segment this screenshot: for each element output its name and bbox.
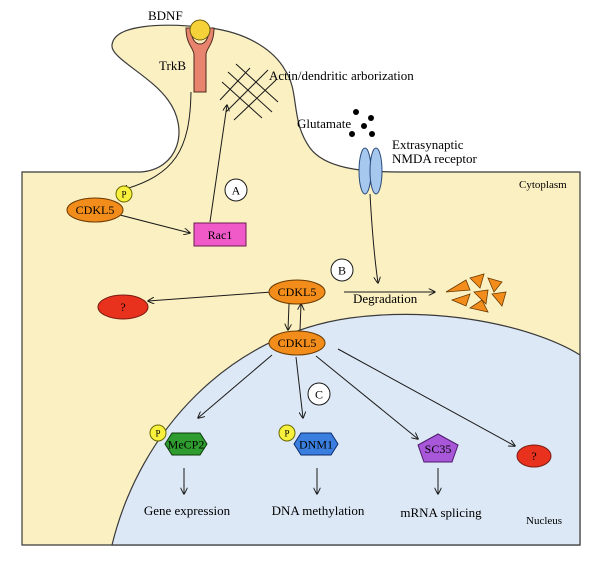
glutamate-label: Glutamate [297,116,351,131]
phospho-cdkl5-icon [115,185,133,203]
bdnf-ligand-icon [189,19,211,41]
step-a-circle [224,178,248,202]
step-c-label: C [315,388,323,402]
cdkl5-center-label: CDKL5 [278,285,317,299]
cdkl5-cytoplasm-node [66,197,124,223]
sc35-node [417,433,459,463]
arrow-trkb-to-cdkl5 [122,91,192,190]
phospho-dnm1-icon [278,424,296,442]
sc35-label: SC35 [425,442,452,456]
mrna-splicing-label: mRNA splicing [400,505,482,520]
rac1-label: Rac1 [208,228,233,242]
arrow-cdkl5-to-rac1 [119,214,190,233]
dnm1-label: DNM1 [299,438,333,452]
unknown-nucleus-label: ? [531,449,536,463]
mecp2-label: MeCP2 [168,438,205,452]
gene-expression-label: Gene expression [144,503,231,518]
arrow-to-unknown-nucleus [337,348,515,446]
nmda-label-line1: Extrasynaptic [392,137,464,152]
arrow-cdkl5-into-nucleus [288,303,289,330]
step-b-circle [330,258,354,282]
actin-label: Actin/dendritic arborization [269,68,414,83]
dna-methylation-label: DNA methylation [272,503,365,518]
cdkl5-cytoplasm-label: CDKL5 [76,203,115,217]
unknown-nucleus-node [516,444,552,468]
unknown-cytoplasm-node [97,294,149,320]
dnm1-node [293,432,339,456]
trkb-receptor-icon [185,27,215,93]
arrow-cdkl5-to-unknown [148,291,273,301]
nmda-receptor-icon [358,147,383,195]
phospho-cdkl5-label: P [121,190,126,200]
step-c-circle [307,382,331,406]
rac1-node [193,222,247,247]
actin-filaments-icon [219,63,279,121]
phospho-dnm1-label: P [284,429,289,439]
arrow-to-sc35 [315,355,418,439]
arrows [119,91,515,494]
nucleus-label: Nucleus [526,515,562,527]
step-a-label: A [232,184,241,198]
step-b-label: B [338,264,346,278]
cdkl5-nucleus-label: CDKL5 [278,336,317,350]
nmda-label-line2: NMDA receptor [392,151,478,166]
arrow-cdkl5-out-nucleus [300,304,301,331]
degraded-protein-icon [445,273,507,313]
cdkl5-center-node [268,279,326,305]
phospho-mecp2-icon [149,424,167,442]
unknown-cytoplasm-label: ? [120,300,125,314]
arrow-nmda-to-degradation [369,193,378,283]
arrow-to-mecp2 [198,354,273,418]
mecp2-node [164,432,208,456]
trkb-label: TrkB [159,58,186,73]
glutamate-molecules-icon [349,109,375,137]
arrow-to-dnm1 [295,356,303,418]
degradation-label: Degradation [353,291,418,306]
arrow-rac1-to-actin [209,105,227,223]
phospho-mecp2-label: P [155,429,160,439]
cdkl5-nucleus-node [268,330,326,356]
bdnf-label: BDNF [148,8,183,23]
nucleus-region [111,313,581,546]
cytoplasm-label: Cytoplasm [519,179,567,191]
